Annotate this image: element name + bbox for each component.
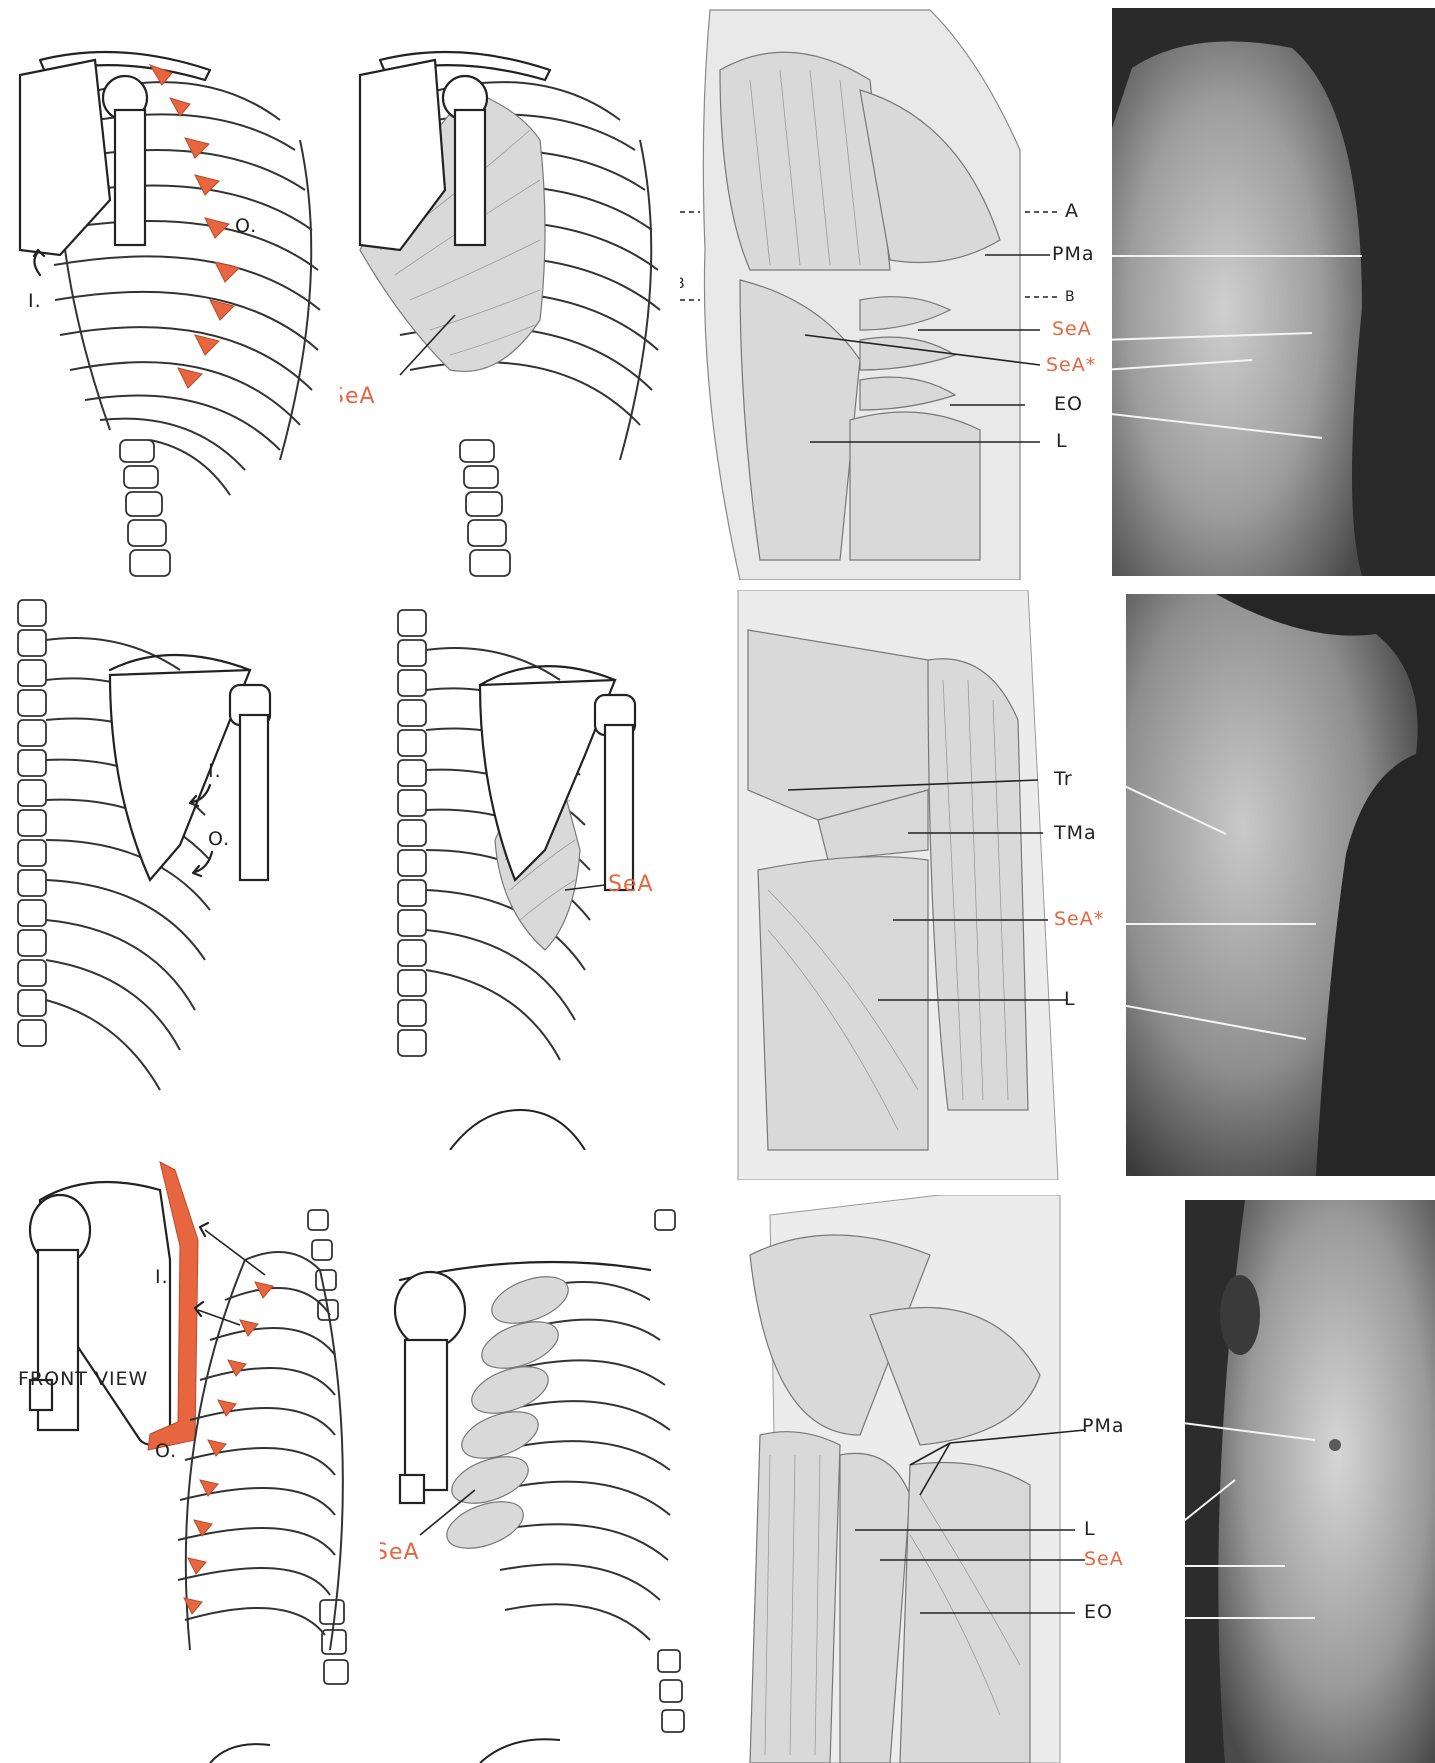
sea-star-label: SeA* (1054, 910, 1104, 929)
torso-muscle-drawing (680, 0, 1110, 580)
humerus (103, 76, 147, 245)
sea-label: SeA (1084, 1550, 1124, 1569)
pma-label: PMa (1082, 1417, 1125, 1436)
tma-label: TMa (1054, 824, 1097, 843)
spine (398, 610, 426, 1056)
back-rib-cage-muscle-illustration (380, 590, 720, 1150)
serratus-label: SeA (380, 1542, 420, 1564)
deltoid-muscle (720, 52, 890, 270)
eo-label: EO (1084, 1603, 1113, 1622)
sea-star-label: SeA* (1046, 356, 1096, 375)
spine (655, 1210, 684, 1732)
origin-label: O. (155, 1442, 177, 1461)
section-a-right-label: A (1065, 202, 1079, 221)
humerus (595, 695, 635, 890)
spine (18, 600, 46, 1046)
row1-skeleton-muscle-panel: SeA (340, 0, 680, 580)
back-rib-cage-illustration (0, 590, 340, 1130)
serratus-digitations (860, 297, 955, 410)
spine (120, 440, 170, 576)
l-label: L (1056, 432, 1068, 451)
row3-front-skeleton-panel: I. FRONT VIEW O. (0, 1150, 380, 1763)
scapula (20, 60, 110, 255)
l-label: L (1084, 1520, 1096, 1539)
humerus (395, 1272, 465, 1503)
section-b-left-label: B (680, 277, 686, 291)
back-muscle-drawing (728, 590, 1128, 1180)
row2-back-muscle-panel: SeA (380, 590, 720, 1150)
rib-cage-muscle-illustration (340, 0, 680, 580)
arm-muscle (750, 1432, 840, 1763)
row3-front-muscle-panel: SeA (380, 1190, 710, 1763)
front-view-scapula-inset (30, 1162, 198, 1450)
origin-label: O. (235, 217, 257, 236)
insertion-label: I. (208, 762, 222, 781)
row1-skeleton-origin-panel: O. I. (0, 0, 340, 580)
row1-anatomy-drawing-panel: A B A B PMa SeA SeA* EO L (680, 0, 1110, 580)
spine (460, 440, 510, 576)
row1-torso-photo (1112, 8, 1435, 576)
serratus-label: SeA (608, 874, 654, 896)
row2-anatomy-drawing-panel: Tr TMa SeA* L (728, 590, 1128, 1180)
row2-back-skeleton-panel: I. O. (0, 590, 340, 1130)
eo-label: EO (1054, 395, 1083, 414)
section-b-right-label: B (1065, 290, 1076, 304)
arrow-icon (195, 1223, 265, 1325)
pma-label: PMa (1052, 245, 1095, 264)
row3-front-photo (1185, 1200, 1435, 1763)
sea-label: SeA (1052, 320, 1092, 339)
row2-back-photo (1126, 594, 1435, 1176)
row3-anatomy-drawing-panel: PMa L SeA EO (740, 1195, 1140, 1763)
deltoid-muscle (928, 659, 1028, 1110)
humerus (230, 685, 270, 880)
tr-label: Tr (1054, 770, 1073, 789)
front-rib-cage-illustration (0, 1150, 380, 1763)
l-label: L (1064, 990, 1076, 1009)
origin-label: O. (208, 830, 230, 849)
rib-cage-illustration (0, 0, 340, 580)
latissimus-muscle (758, 857, 928, 1150)
front-muscle-drawing (740, 1195, 1140, 1763)
external-oblique-muscle (850, 412, 980, 560)
insertion-label: I. (28, 292, 42, 311)
front-view-caption: FRONT VIEW (18, 1370, 148, 1389)
front-rib-cage-muscle-illustration (380, 1190, 710, 1763)
serratus-label: SeA (340, 386, 376, 408)
insertion-label: I. (155, 1268, 169, 1287)
